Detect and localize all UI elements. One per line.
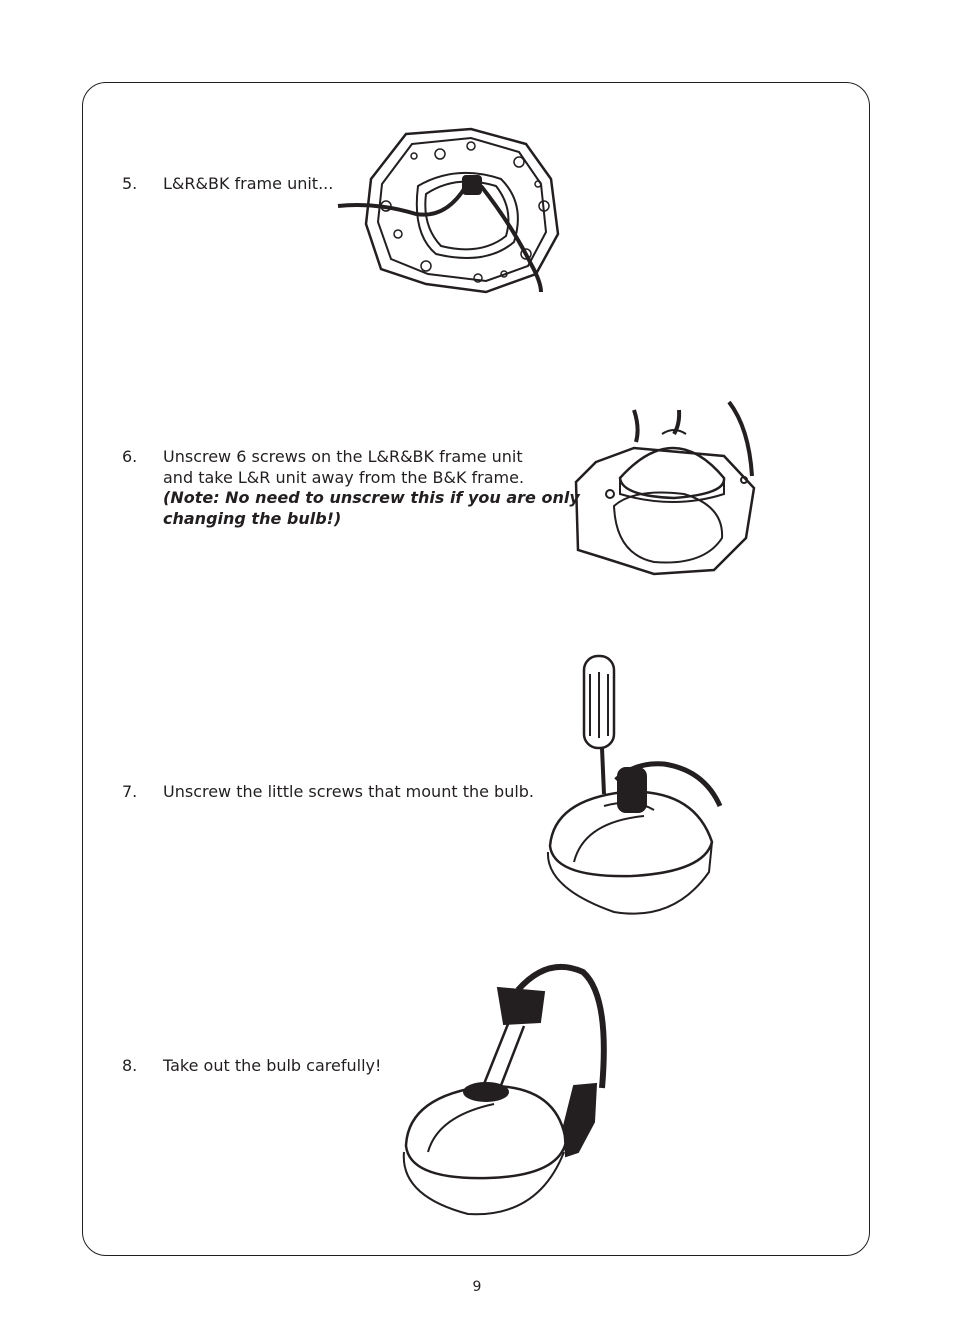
step-number: 5. [122,174,137,195]
step-text-line-2: and take L&R unit away from the B&K fram… [163,468,580,489]
step-note-line-2: changing the bulb!) [163,509,580,530]
step-text: L&R&BK frame unit... [163,174,333,195]
bulb-removal-illustration [398,956,616,1218]
step-number: 6. [122,447,137,468]
lr-unit-removal-illustration [574,398,764,580]
step-text-line-1: Unscrew 6 screws on the L&R&BK frame uni… [163,447,580,468]
frame-unit-illustration [336,124,566,294]
step-number: 8. [122,1056,137,1077]
step-text: Take out the bulb carefully! [163,1056,381,1077]
step-note-line-1: (Note: No need to unscrew this if you ar… [163,488,580,509]
page-number: 9 [0,1279,954,1295]
step-text: Unscrew the little screws that mount the… [163,782,534,803]
step-number: 7. [122,782,137,803]
screwdriver-bulb-illustration [544,652,726,924]
